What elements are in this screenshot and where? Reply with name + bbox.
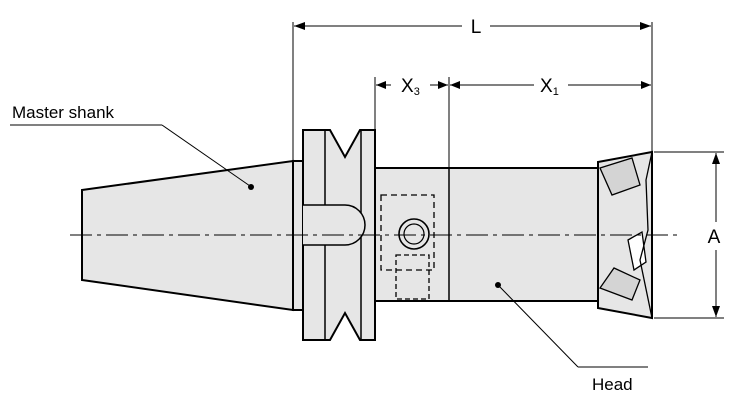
hidden-cavity <box>380 194 435 271</box>
callout-master-shank: Master shank <box>10 103 254 190</box>
cutter-edge-profile <box>639 151 653 319</box>
dimension-L: L <box>294 17 651 38</box>
drive-key-slot <box>303 204 366 246</box>
dimension-X1-label: X1 <box>540 76 559 98</box>
callout-head: Head <box>495 282 648 394</box>
hidden-pocket <box>395 254 430 300</box>
head-label: Head <box>592 375 633 394</box>
dimension-L-label: L <box>471 17 482 38</box>
dimension-A-label: A <box>708 227 721 248</box>
master-shank-label: Master shank <box>12 103 115 122</box>
dimension-X3: X3 <box>376 76 448 98</box>
dimension-X1: X1 <box>450 76 651 98</box>
dimension-A: A <box>708 153 721 317</box>
insert-pocket-top <box>599 157 641 196</box>
screw-head-icon <box>403 223 425 245</box>
hidden-screw-hole <box>398 218 430 250</box>
dimension-X3-label: X3 <box>401 76 420 98</box>
insert-pocket-bottom <box>598 267 641 301</box>
